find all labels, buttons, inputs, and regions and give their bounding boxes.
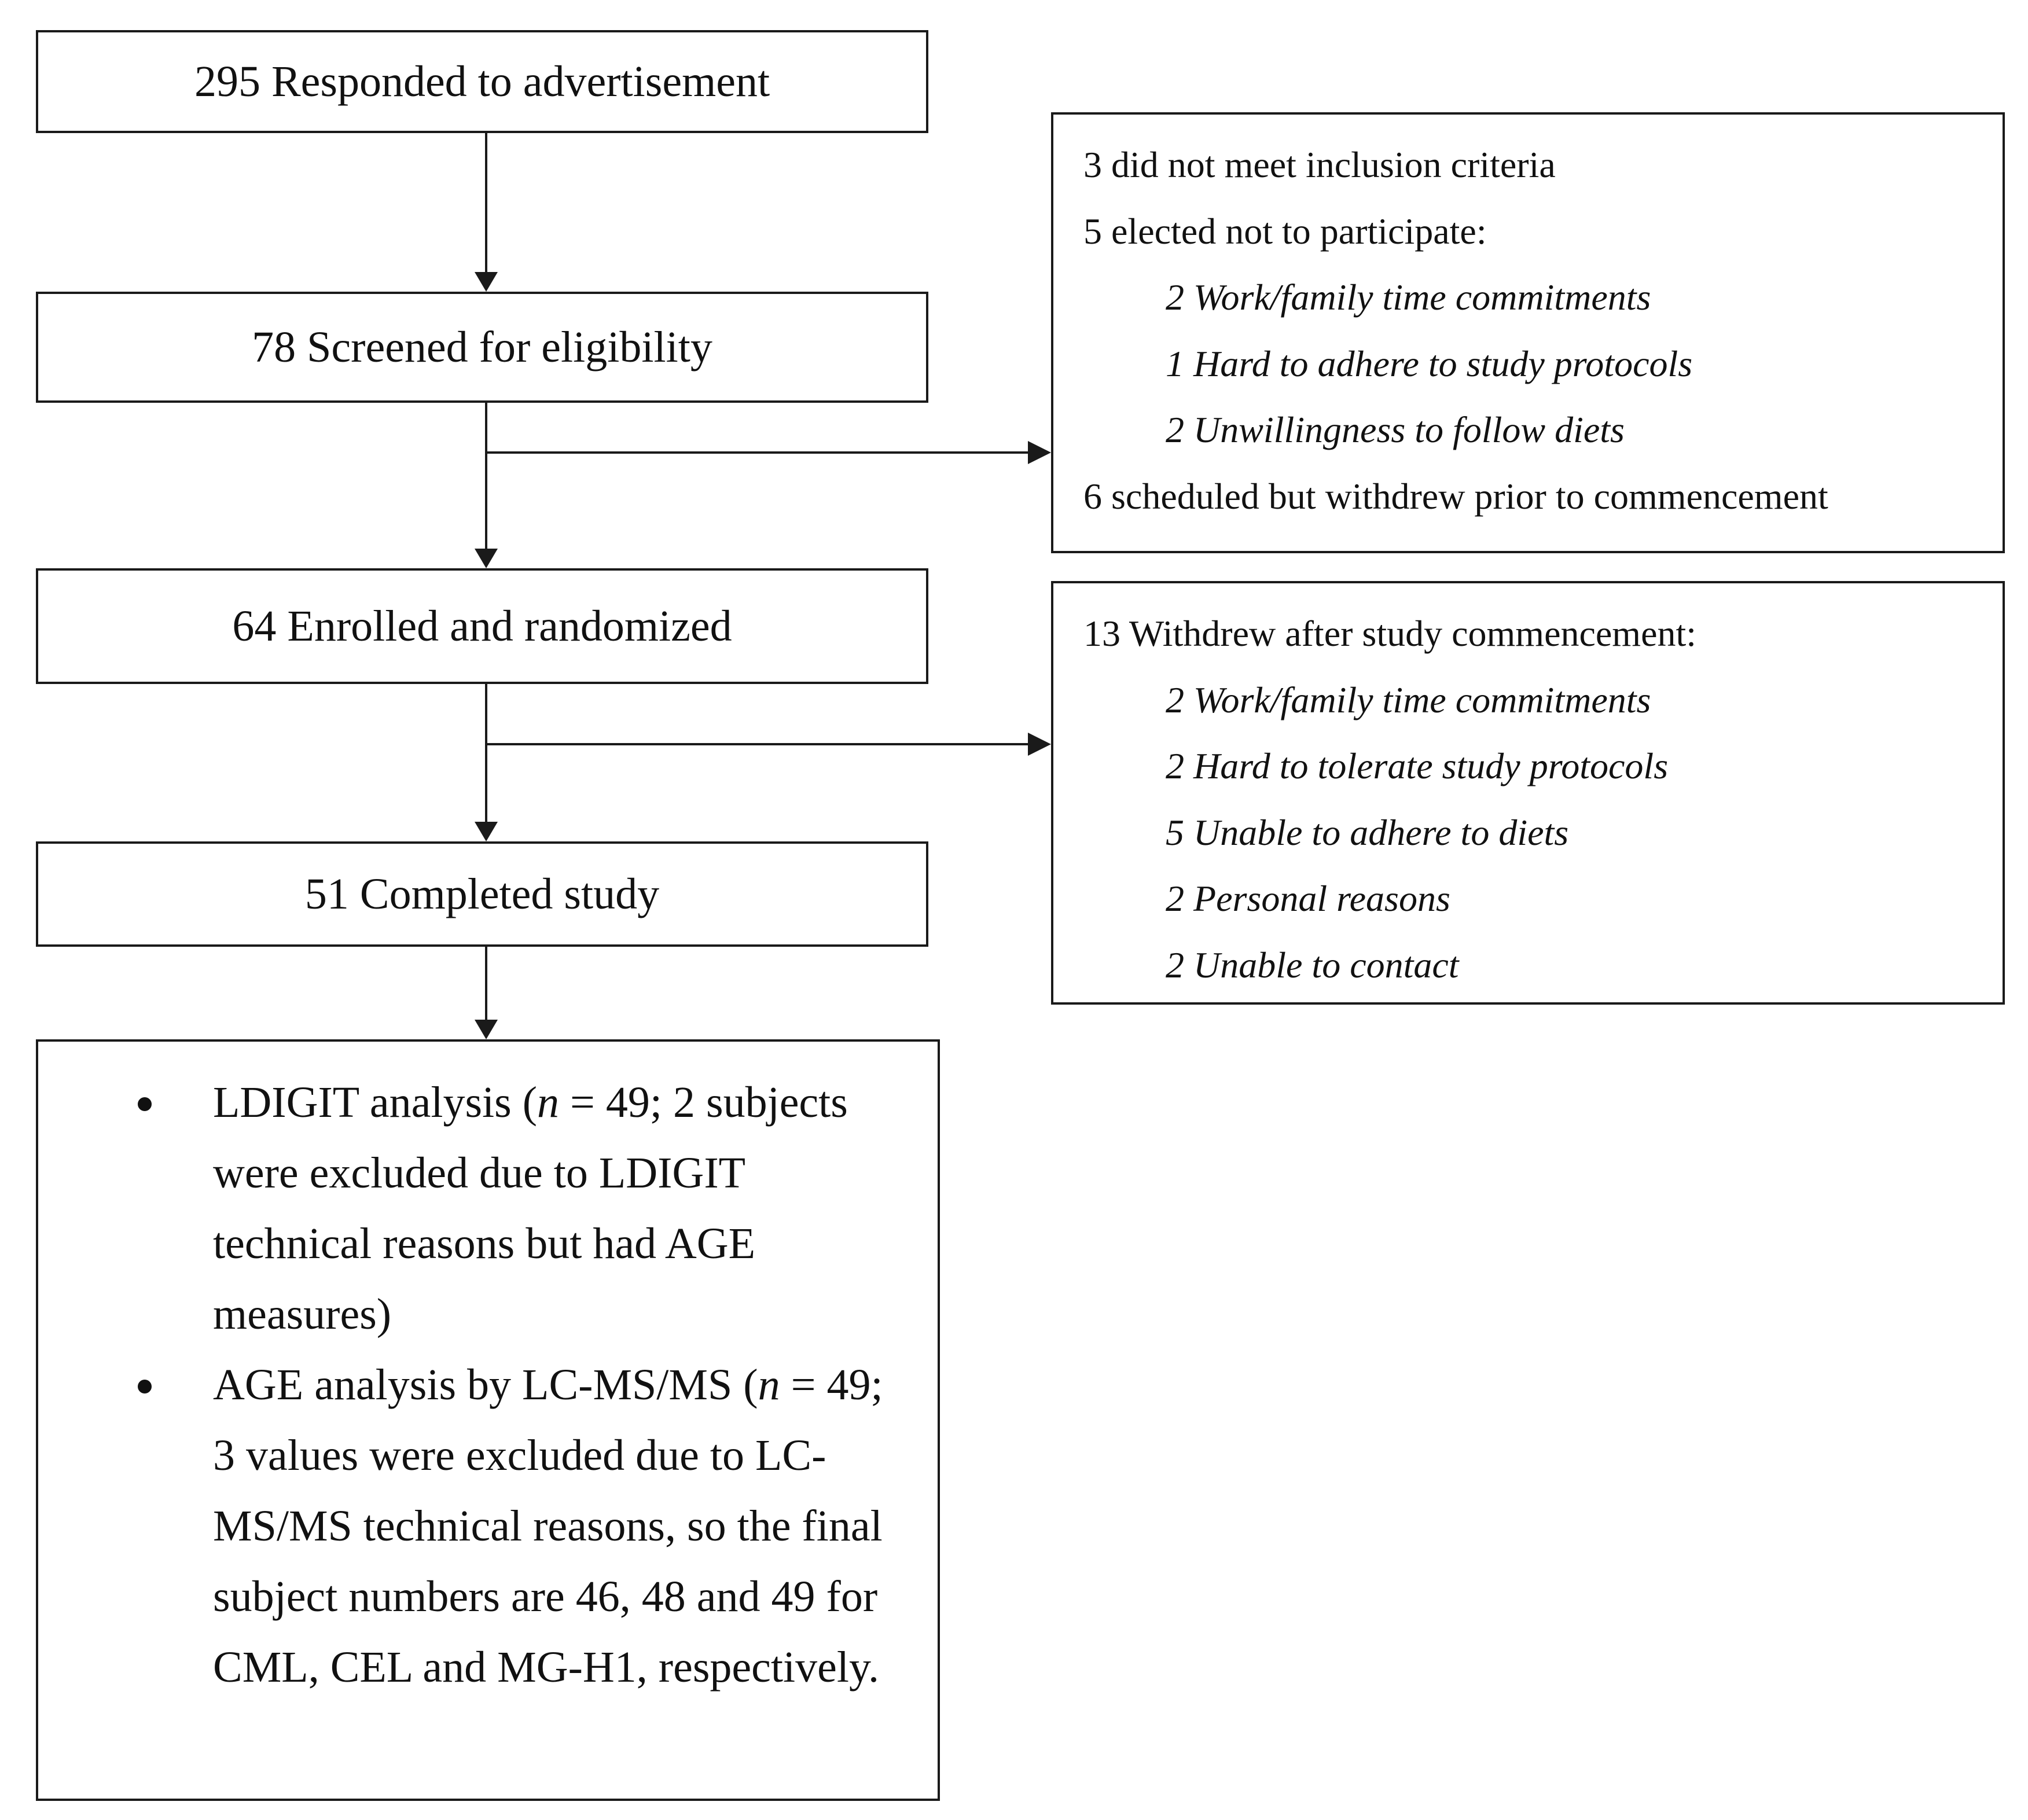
ldigit-line: were excluded due to LDIGIT: [213, 1149, 746, 1197]
arrowhead-withdrawal: [1028, 733, 1051, 756]
screened-box: 78 Screened for eligibility: [36, 292, 928, 403]
age-line: AGE analysis by LC-MS/MS (n = 49;: [213, 1361, 883, 1409]
bullet-dot-icon: [138, 1380, 152, 1394]
bullet-dot-icon: [138, 1097, 152, 1111]
arrowhead-analysis: [475, 1020, 498, 1039]
age-line: subject numbers are 46, 48 and 49 for: [213, 1572, 878, 1621]
responded-box: 295 Responded to advertisement: [36, 30, 928, 133]
ldigit-line: technical reasons but had AGE: [213, 1219, 756, 1268]
withdrawal-reason: 5 Unable to adhere to diets: [1166, 811, 1569, 853]
exclusion-box: 3 did not meet inclusion criteria 5 elec…: [1051, 112, 2005, 553]
age-line: CML, CEL and MG-H1, respectively.: [213, 1643, 880, 1692]
withdrawal-reason: 2 Work/family time commitments: [1166, 679, 1651, 720]
age-line: MS/MS technical reasons, so the final: [213, 1502, 883, 1550]
screened-label: 78 Screened for eligibility: [252, 323, 712, 372]
withdrawal-reason: 2 Hard to tolerate study protocols: [1166, 745, 1669, 786]
enrolled-box: 64 Enrolled and randomized: [36, 568, 928, 684]
exclusion-line: 3 did not meet inclusion criteria: [1083, 144, 1556, 185]
arrowhead-screened: [475, 272, 498, 292]
ldigit-bullet: LDIGIT analysis (n = 49; 2 subjects were…: [38, 1067, 938, 1350]
arrowhead-completed: [475, 822, 498, 841]
ldigit-line: measures): [213, 1290, 392, 1339]
completed-label: 51 Completed study: [304, 870, 660, 918]
withdrawal-box: 13 Withdrew after study commencement: 2 …: [1051, 581, 2005, 1005]
exclusion-line: 6 scheduled but withdrew prior to commen…: [1083, 475, 1828, 517]
age-line: 3 values were excluded due to LC-: [213, 1431, 826, 1480]
enrolled-label: 64 Enrolled and randomized: [232, 602, 732, 650]
ldigit-line: LDIGIT analysis (n = 49; 2 subjects: [213, 1078, 848, 1127]
exclusion-reason: 2 Unwillingness to follow diets: [1166, 409, 1625, 450]
exclusion-reason: 1 Hard to adhere to study protocols: [1166, 343, 1693, 384]
arrowhead-enrolled: [475, 549, 498, 568]
responded-label: 295 Responded to advertisement: [194, 57, 770, 106]
completed-box: 51 Completed study: [36, 841, 928, 947]
analysis-box: LDIGIT analysis (n = 49; 2 subjects were…: [36, 1039, 940, 1801]
withdrawal-reason: 2 Personal reasons: [1166, 878, 1450, 919]
exclusion-reason: 2 Work/family time commitments: [1166, 277, 1651, 318]
age-bullet: AGE analysis by LC-MS/MS (n = 49; 3 valu…: [38, 1350, 938, 1703]
withdrawal-reason: 2 Unable to contact: [1166, 944, 1459, 986]
withdrawal-line: 13 Withdrew after study commencement:: [1083, 613, 1697, 654]
arrowhead-exclusion: [1028, 441, 1051, 464]
exclusion-line: 5 elected not to participate:: [1083, 210, 1487, 252]
